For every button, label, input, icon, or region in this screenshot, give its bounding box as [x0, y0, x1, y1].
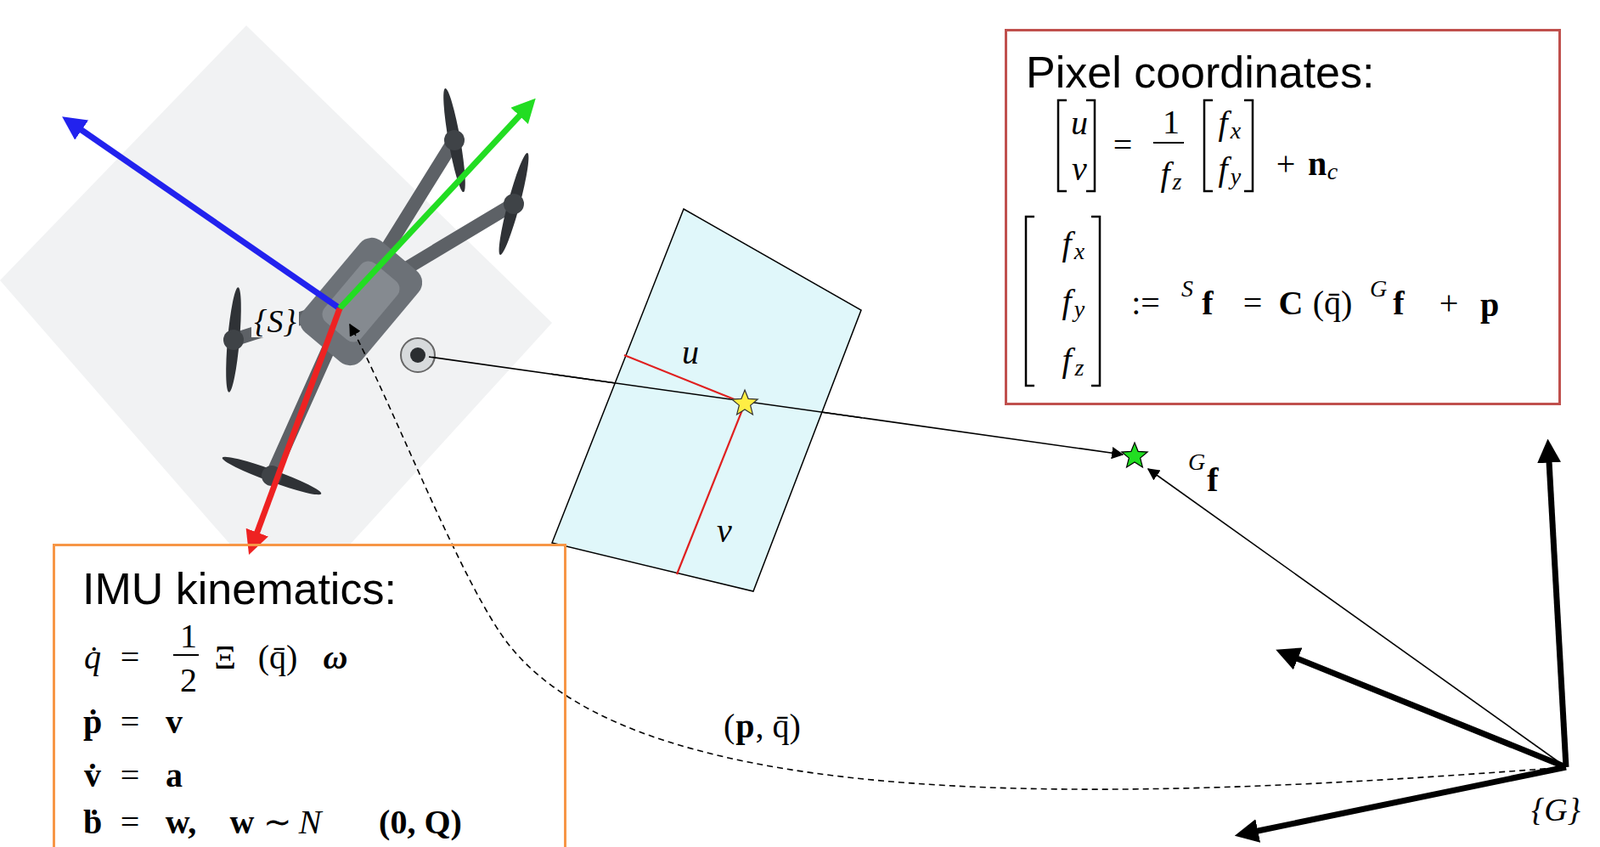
math-symbol: + — [1276, 146, 1296, 181]
math-symbol: n — [1307, 146, 1327, 181]
math-symbol: w — [230, 805, 255, 840]
math-symbol: q̇ — [84, 640, 102, 675]
math-symbol: f — [1061, 343, 1071, 378]
math-symbol: ṗ — [83, 704, 102, 739]
fraction-bar — [173, 653, 199, 656]
math-symbol: ḃ — [83, 805, 102, 840]
frame-label: G — [1188, 450, 1206, 474]
image-plane: uv — [551, 208, 862, 592]
image-plane-fill — [552, 208, 862, 592]
plane-outline — [551, 208, 862, 592]
math-symbol: = — [120, 640, 141, 675]
box-heading: IMU kinematics: — [82, 566, 397, 611]
math-symbol: v — [1071, 152, 1088, 186]
math-symbol: y — [1074, 297, 1085, 322]
camera-gimbal — [400, 338, 435, 372]
math-symbol: = — [1243, 286, 1263, 321]
math-symbol: C — [1278, 286, 1304, 321]
math-symbol: f — [1160, 157, 1170, 192]
axis-arrow — [1241, 766, 1567, 834]
motor — [503, 193, 524, 215]
equation-box: IMU kinematics: q̇ = 1 2Ξ (q̄) ω ṗ = v v̇ = a ḃ = w, w∼N… — [52, 543, 567, 847]
math-symbol: x — [1230, 118, 1241, 143]
math-symbol: f — [1061, 226, 1071, 261]
math-symbol: S — [1181, 276, 1194, 301]
bracket — [1244, 100, 1253, 192]
math-symbol: N — [298, 805, 322, 840]
math-symbol: (0, Q) — [378, 805, 462, 840]
math-symbol: f — [1201, 286, 1213, 321]
motor — [444, 129, 465, 151]
math-symbol: v — [716, 513, 733, 548]
camera-ray — [551, 356, 862, 457]
propeller — [494, 151, 534, 256]
drone — [219, 87, 533, 500]
axis-arrow — [339, 103, 531, 309]
math-symbol: a — [165, 758, 183, 793]
box-heading: Pixel coordinates: — [1025, 50, 1375, 95]
math-symbol: w, — [165, 805, 198, 840]
math-symbol: 1 — [1162, 105, 1180, 140]
feature-vector — [1148, 468, 1567, 767]
axis-arrow — [67, 120, 340, 309]
math-symbol: f — [1061, 284, 1071, 319]
math-symbol: c — [1327, 159, 1338, 184]
math-symbol: + — [1439, 286, 1460, 321]
math-symbol: ω — [323, 640, 349, 675]
bracket — [1204, 100, 1213, 192]
math-symbol: (q̄) — [258, 640, 299, 675]
propeller — [223, 287, 245, 394]
bracket — [1058, 100, 1067, 192]
math-symbol: f — [1217, 106, 1228, 141]
bracket — [1091, 216, 1100, 386]
frame-label: {S} — [251, 304, 299, 338]
math-symbol: = — [1113, 128, 1133, 163]
box-ground — [52, 543, 567, 847]
math-symbol: 1 — [180, 619, 198, 654]
math-symbol: = — [120, 758, 141, 793]
motor — [223, 329, 244, 350]
axis-arrow — [1282, 652, 1567, 767]
pose-curve — [349, 324, 1567, 789]
math-symbol: z — [1075, 355, 1085, 380]
v-line — [676, 403, 745, 575]
math-symbol: = — [120, 805, 141, 840]
math-symbol: u — [1070, 106, 1088, 141]
math-symbol: y — [1230, 164, 1241, 189]
frame-label: f — [1206, 462, 1218, 497]
axis-arrow — [251, 308, 340, 548]
equation-box: Pixel coordinates:uv=1fzfxfy+ncfxfyfz:=S… — [1004, 28, 1561, 406]
frame-label: , q̄) — [755, 709, 801, 744]
math-symbol: z — [1172, 169, 1183, 194]
math-symbol: v̇ — [84, 758, 102, 793]
photo-background — [0, 25, 553, 612]
math-symbol: 2 — [180, 663, 198, 698]
math-symbol: (q̄) — [1312, 286, 1353, 321]
pixel-star — [732, 389, 758, 415]
frame-label: {G} — [1531, 793, 1581, 826]
math-symbol: G — [1369, 276, 1387, 301]
math-symbol: ∼ — [263, 805, 293, 840]
math-symbol: u — [681, 335, 699, 370]
feature-star — [1121, 442, 1148, 468]
camera-lens — [410, 347, 426, 363]
frame-label: p — [735, 709, 755, 744]
math-symbol: = — [120, 704, 141, 739]
bracket — [1025, 216, 1035, 386]
math-symbol: Ξ — [214, 640, 237, 675]
math-symbol: f — [1217, 152, 1228, 186]
math-symbol: p — [1480, 287, 1499, 322]
math-symbol: := — [1131, 286, 1161, 321]
fraction-bar — [1153, 141, 1184, 144]
frame-label: ( — [723, 709, 735, 744]
math-symbol: f — [1392, 286, 1404, 321]
math-symbol: v — [165, 704, 183, 739]
math-symbol: x — [1074, 239, 1085, 264]
axis-arrow — [1548, 445, 1567, 767]
